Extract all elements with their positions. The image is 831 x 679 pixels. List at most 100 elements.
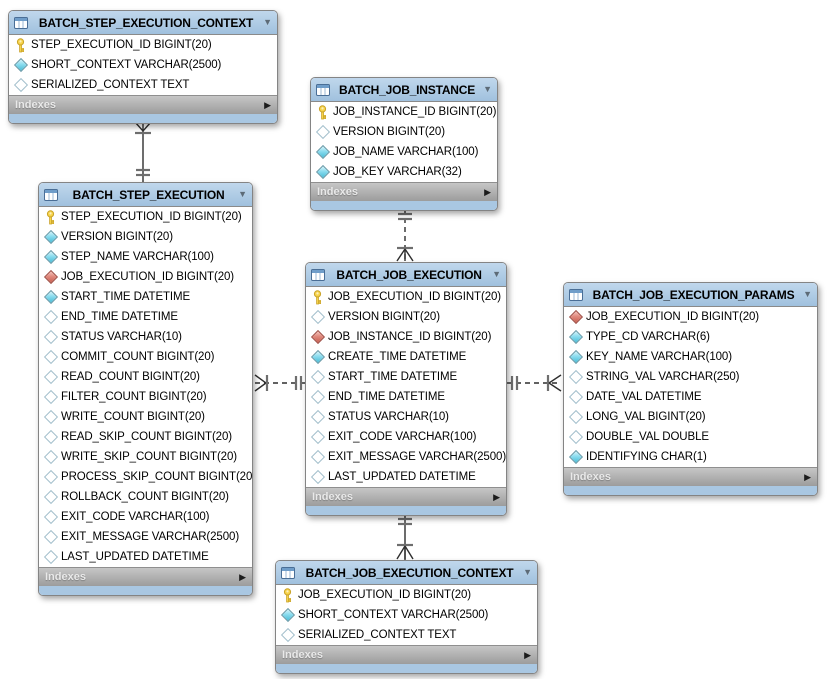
nullable-diamond-icon	[315, 124, 330, 140]
column-row[interactable]: SERIALIZED_CONTEXT TEXT	[9, 75, 277, 95]
column-row[interactable]: SERIALIZED_CONTEXT TEXT	[276, 625, 537, 645]
collapse-arrow-icon[interactable]: ▼	[263, 17, 272, 27]
expand-arrow-icon[interactable]: ▶	[493, 491, 500, 502]
column-row[interactable]: EXIT_CODE VARCHAR(100)	[306, 427, 506, 447]
column-row[interactable]: START_TIME DATETIME	[39, 287, 252, 307]
nullable-diamond-icon	[310, 409, 325, 425]
column-row[interactable]: LAST_UPDATED DATETIME	[39, 547, 252, 567]
column-row[interactable]: JOB_NAME VARCHAR(100)	[311, 142, 497, 162]
collapse-arrow-icon[interactable]: ▼	[238, 189, 247, 199]
table-header[interactable]: BATCH_STEP_EXECUTION_CONTEXT▼	[9, 11, 277, 35]
table-header[interactable]: BATCH_JOB_EXECUTION▼	[306, 263, 506, 287]
table-batch-job-execution-context: BATCH_JOB_EXECUTION_CONTEXT▼JOB_EXECUTIO…	[275, 560, 538, 674]
column-row[interactable]: DOUBLE_VAL DOUBLE	[564, 427, 817, 447]
indexes-bar[interactable]: Indexes▶	[306, 487, 506, 506]
column-row[interactable]: JOB_EXECUTION_ID BIGINT(20)	[564, 307, 817, 327]
column-row[interactable]: STRING_VAL VARCHAR(250)	[564, 367, 817, 387]
column-row[interactable]: FILTER_COUNT BIGINT(20)	[39, 387, 252, 407]
table-header[interactable]: BATCH_JOB_EXECUTION_PARAMS▼	[564, 283, 817, 307]
relationship-job-instance-to-job-execution[interactable]	[396, 209, 414, 262]
table-batch-step-execution-context: BATCH_STEP_EXECUTION_CONTEXT▼STEP_EXECUT…	[8, 10, 278, 124]
table-bottom-cap	[306, 506, 506, 515]
nullable-diamond-icon	[43, 389, 58, 405]
column-row[interactable]: SHORT_CONTEXT VARCHAR(2500)	[276, 605, 537, 625]
expand-arrow-icon[interactable]: ▶	[239, 571, 246, 582]
column-row[interactable]: COMMIT_COUNT BIGINT(20)	[39, 347, 252, 367]
column-row[interactable]: KEY_NAME VARCHAR(100)	[564, 347, 817, 367]
column-row[interactable]: PROCESS_SKIP_COUNT BIGINT(20)	[39, 467, 252, 487]
column-row[interactable]: ROLLBACK_COUNT BIGINT(20)	[39, 487, 252, 507]
column-row[interactable]: JOB_INSTANCE_ID BIGINT(20)	[306, 327, 506, 347]
column-text: END_TIME DATETIME	[61, 311, 178, 323]
expand-arrow-icon[interactable]: ▶	[804, 471, 811, 482]
collapse-arrow-icon[interactable]: ▼	[483, 84, 492, 94]
relationship-job-execution-to-job-execution-context[interactable]	[396, 514, 414, 560]
column-row[interactable]: JOB_INSTANCE_ID BIGINT(20)	[311, 102, 497, 122]
column-row[interactable]: IDENTIFYING CHAR(1)	[564, 447, 817, 467]
column-row[interactable]: CREATE_TIME DATETIME	[306, 347, 506, 367]
nullable-diamond-icon	[43, 349, 58, 365]
table-header[interactable]: BATCH_JOB_EXECUTION_CONTEXT▼	[276, 561, 537, 585]
column-text: READ_SKIP_COUNT BIGINT(20)	[61, 431, 233, 443]
table-icon	[44, 188, 58, 201]
column-row[interactable]: JOB_EXECUTION_ID BIGINT(20)	[276, 585, 537, 605]
column-text: KEY_NAME VARCHAR(100)	[586, 351, 732, 363]
column-row[interactable]: READ_COUNT BIGINT(20)	[39, 367, 252, 387]
column-row[interactable]: END_TIME DATETIME	[306, 387, 506, 407]
column-row[interactable]: DATE_VAL DATETIME	[564, 387, 817, 407]
column-text: ROLLBACK_COUNT BIGINT(20)	[61, 491, 229, 503]
relationship-job-execution-to-job-execution-params[interactable]	[507, 374, 562, 392]
table-bottom-cap	[276, 664, 537, 673]
column-text: IDENTIFYING CHAR(1)	[586, 451, 707, 463]
column-row[interactable]: JOB_KEY VARCHAR(32)	[311, 162, 497, 182]
column-row[interactable]: EXIT_MESSAGE VARCHAR(2500)	[39, 527, 252, 547]
collapse-arrow-icon[interactable]: ▼	[803, 289, 812, 299]
column-text: SHORT_CONTEXT VARCHAR(2500)	[31, 59, 222, 71]
column-row[interactable]: VERSION BIGINT(20)	[306, 307, 506, 327]
column-text: TYPE_CD VARCHAR(6)	[586, 331, 710, 343]
nullable-diamond-icon	[310, 469, 325, 485]
primary-key-icon	[310, 289, 325, 305]
expand-arrow-icon[interactable]: ▶	[524, 649, 531, 660]
column-row[interactable]: JOB_EXECUTION_ID BIGINT(20)	[306, 287, 506, 307]
column-row[interactable]: WRITE_SKIP_COUNT BIGINT(20)	[39, 447, 252, 467]
column-row[interactable]: LONG_VAL BIGINT(20)	[564, 407, 817, 427]
indexes-bar[interactable]: Indexes▶	[564, 467, 817, 486]
column-row[interactable]: READ_SKIP_COUNT BIGINT(20)	[39, 427, 252, 447]
column-row[interactable]: LAST_UPDATED DATETIME	[306, 467, 506, 487]
column-text: WRITE_COUNT BIGINT(20)	[61, 411, 205, 423]
column-row[interactable]: WRITE_COUNT BIGINT(20)	[39, 407, 252, 427]
column-row[interactable]: START_TIME DATETIME	[306, 367, 506, 387]
table-batch-job-instance: BATCH_JOB_INSTANCE▼JOB_INSTANCE_ID BIGIN…	[310, 77, 498, 211]
indexes-label: Indexes	[15, 99, 56, 111]
column-row[interactable]: VERSION BIGINT(20)	[311, 122, 497, 142]
column-row[interactable]: EXIT_CODE VARCHAR(100)	[39, 507, 252, 527]
column-row[interactable]: END_TIME DATETIME	[39, 307, 252, 327]
column-text: START_TIME DATETIME	[61, 291, 191, 303]
indexes-bar[interactable]: Indexes ▶	[276, 645, 537, 664]
column-row[interactable]: STATUS VARCHAR(10)	[39, 327, 252, 347]
indexes-bar[interactable]: Indexes▶	[311, 182, 497, 201]
indexes-bar[interactable]: Indexes ▶	[9, 95, 277, 114]
table-header[interactable]: BATCH_JOB_INSTANCE▼	[311, 78, 497, 102]
column-row[interactable]: SHORT_CONTEXT VARCHAR(2500)	[9, 55, 277, 75]
column-row[interactable]: EXIT_MESSAGE VARCHAR(2500)	[306, 447, 506, 467]
column-text: SERIALIZED_CONTEXT TEXT	[31, 79, 190, 91]
relationship-step-execution-context-to-step-execution[interactable]	[134, 121, 152, 182]
indexes-label: Indexes	[282, 649, 323, 661]
expand-arrow-icon[interactable]: ▶	[484, 186, 491, 197]
table-header[interactable]: BATCH_STEP_EXECUTION▼	[39, 183, 252, 207]
collapse-arrow-icon[interactable]: ▼	[523, 567, 532, 577]
column-text: SERIALIZED_CONTEXT TEXT	[298, 629, 457, 641]
expand-arrow-icon[interactable]: ▶	[264, 99, 271, 110]
column-row[interactable]: STATUS VARCHAR(10)	[306, 407, 506, 427]
collapse-arrow-icon[interactable]: ▼	[492, 269, 501, 279]
relationship-step-execution-to-job-execution[interactable]	[254, 374, 305, 392]
indexes-bar[interactable]: Indexes▶	[39, 567, 252, 586]
column-row[interactable]: STEP_EXECUTION_ID BIGINT(20)	[39, 207, 252, 227]
column-row[interactable]: TYPE_CD VARCHAR(6)	[564, 327, 817, 347]
column-row[interactable]: JOB_EXECUTION_ID BIGINT(20)	[39, 267, 252, 287]
column-row[interactable]: VERSION BIGINT(20)	[39, 227, 252, 247]
column-row[interactable]: STEP_EXECUTION_ID BIGINT(20)	[9, 35, 277, 55]
column-row[interactable]: STEP_NAME VARCHAR(100)	[39, 247, 252, 267]
